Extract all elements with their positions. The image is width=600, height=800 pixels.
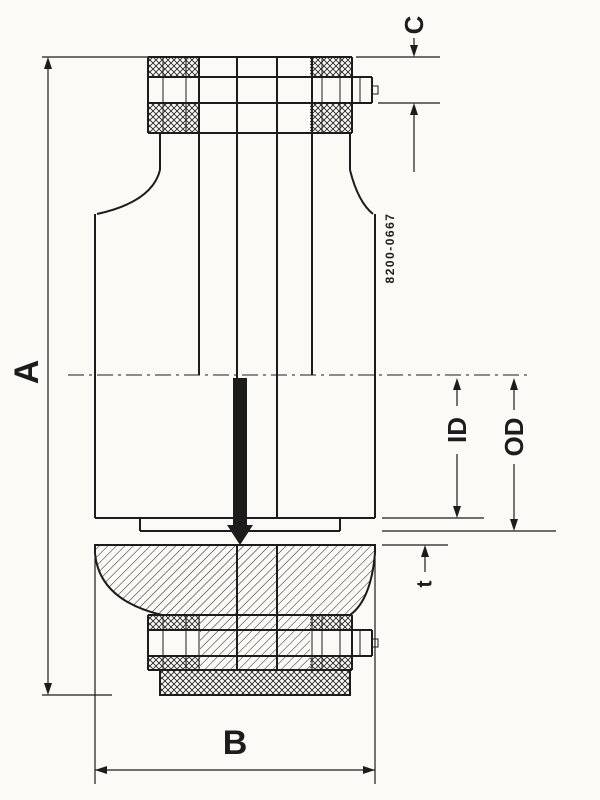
arrowhead-up bbox=[44, 57, 52, 69]
arrow-shaft bbox=[233, 378, 247, 525]
dim-label-B: B bbox=[223, 724, 248, 762]
arrowhead-up bbox=[510, 378, 518, 390]
nut-hatch-region bbox=[148, 103, 200, 133]
nut-hatch-region bbox=[310, 57, 352, 77]
dim-label-C: C bbox=[399, 15, 429, 34]
hub-hatch-region bbox=[200, 616, 310, 670]
arrowhead-down bbox=[453, 506, 461, 518]
flow-direction-arrow bbox=[227, 378, 253, 545]
nut-hatch-region bbox=[148, 656, 200, 670]
nut-hatch-region bbox=[310, 103, 352, 133]
lower-flange-section bbox=[94, 544, 376, 616]
hub-taper-right bbox=[349, 169, 374, 215]
dim-label-ID: ID bbox=[442, 417, 472, 443]
arrowhead-right bbox=[363, 766, 375, 774]
part-number-label: 8200-0667 bbox=[383, 213, 397, 284]
upper-bolt-assembly bbox=[147, 56, 379, 134]
base-plate-section bbox=[159, 669, 351, 696]
arrowhead-down bbox=[410, 45, 418, 57]
arrowhead-left bbox=[95, 766, 107, 774]
arrowhead-down bbox=[510, 519, 518, 531]
lower-bolt-assembly bbox=[147, 614, 379, 671]
dim-OD: OD bbox=[382, 378, 556, 532]
dim-C: C bbox=[356, 15, 440, 172]
bolt-tip-nub bbox=[371, 85, 379, 95]
dim-label-t: t bbox=[414, 581, 437, 588]
hub-taper-left bbox=[96, 169, 161, 215]
nut-hatch-region bbox=[310, 656, 352, 670]
dim-t: t bbox=[382, 544, 448, 588]
arrowhead-up bbox=[410, 103, 418, 115]
dim-label-OD: OD bbox=[499, 418, 529, 457]
nut-hatch-region bbox=[310, 615, 352, 630]
dim-label-A: A bbox=[8, 360, 46, 385]
nut-hatch-region bbox=[148, 615, 200, 630]
bolt-tip-nub bbox=[371, 638, 379, 648]
lower-flange-base-plate bbox=[159, 669, 351, 696]
arrowhead-down bbox=[44, 683, 52, 695]
arrowhead-down bbox=[227, 525, 253, 545]
dim-ID: ID bbox=[382, 378, 484, 519]
arrowhead-up bbox=[421, 545, 429, 557]
dim-B: B bbox=[94, 558, 376, 784]
arrowhead-up bbox=[453, 378, 461, 390]
nut-hatch-region bbox=[148, 57, 200, 77]
